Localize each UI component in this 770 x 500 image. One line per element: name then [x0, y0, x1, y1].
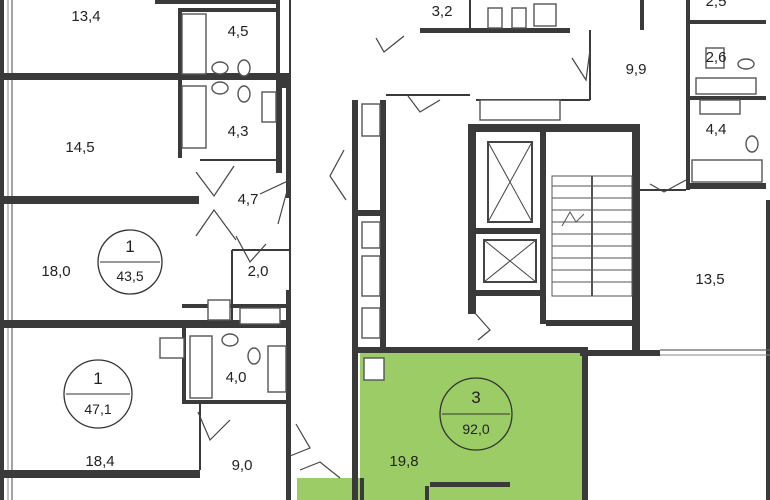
room-area-label: 2,6 [706, 49, 727, 66]
room-area-label: 18,4 [85, 453, 114, 470]
room-area-label: 4,4 [706, 121, 727, 138]
apartment-area-label: 43,5 [116, 268, 143, 284]
room-area-label: 4,3 [228, 123, 249, 140]
highlighted-apartment[interactable] [297, 353, 585, 500]
room-area-label: 4,0 [226, 369, 247, 386]
apartment-marker-b[interactable]: 1 47,1 [63, 359, 133, 429]
room-area-label: 2,0 [248, 263, 269, 280]
room-area-label: 4,5 [228, 23, 249, 40]
room-area-label: 4,7 [238, 191, 259, 208]
apartment-rooms-label: 1 [93, 369, 102, 388]
room-area-label: 3,2 [432, 3, 453, 20]
room-labels: 13,4 4,5 3,2 2,5 2,6 9,9 14,5 4,3 4,4 4,… [41, 0, 726, 474]
apartment-area-label: 47,1 [84, 401, 111, 417]
room-area-label: 9,9 [626, 61, 647, 78]
room-area-label: 13,4 [71, 8, 100, 25]
walls [4, 0, 766, 500]
doors [195, 35, 687, 479]
apartment-rooms-label: 1 [125, 237, 134, 256]
apartment-rooms-label: 3 [471, 388, 480, 407]
staircase [551, 175, 633, 297]
apartment-marker-c[interactable]: 3 92,0 [439, 377, 513, 451]
room-area-label: 13,5 [695, 271, 724, 288]
room-area-label: 9,0 [232, 457, 253, 474]
fixtures [159, 3, 763, 399]
apartment-marker-a[interactable]: 1 43,5 [97, 229, 163, 295]
elevators [483, 141, 537, 283]
room-area-label: 18,0 [41, 263, 70, 280]
room-area-label: 2,5 [706, 0, 727, 10]
room-area-label: 14,5 [65, 139, 94, 156]
room-area-label: 19,8 [389, 453, 418, 470]
apartment-area-label: 92,0 [462, 421, 489, 437]
